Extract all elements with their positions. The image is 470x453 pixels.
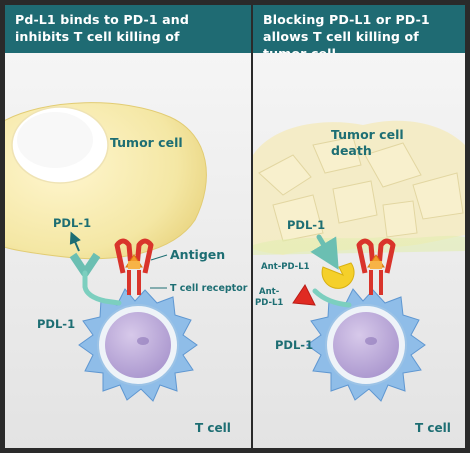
- pdl1-receptor: [310, 234, 339, 270]
- anti-pdl1-small-label-line2: PD-L1: [255, 298, 283, 308]
- left-panel-title: Pd-L1 binds to PD-1 and inhibits T cell …: [15, 12, 189, 44]
- left-panel: Pd-L1 binds to PD-1 and inhibits T cell …: [5, 5, 251, 448]
- pdl1-arrow: [69, 231, 81, 252]
- t-cell: [78, 288, 198, 402]
- pdl1-blocked-complex: [292, 234, 355, 308]
- dying-tumor-cell: [253, 120, 465, 255]
- right-panel-header: Blocking PD-L1 or PD-1 allows T cell kil…: [253, 5, 465, 61]
- t-cell-receptor-arms: [356, 238, 396, 274]
- tumor-fragment-2: [312, 136, 362, 174]
- tumor-fragment-6: [332, 180, 378, 224]
- t-cell-nucleus: [105, 312, 171, 378]
- anti-pdl1-antibody: [321, 262, 355, 289]
- t-cell-nucleus: [333, 312, 399, 378]
- anti-pdl1-small-label-line1: Ant-: [259, 287, 280, 297]
- antigen-label: Antigen: [170, 247, 225, 262]
- tumor-fragment-4: [412, 172, 464, 220]
- pdl1-bottom-label: PDL-1: [275, 338, 313, 352]
- t-cell-receptor-stem: [369, 270, 383, 295]
- t-cell-receptor-complex: [356, 238, 396, 295]
- anti-pd1-antibody: [292, 284, 316, 306]
- antigen-leader-line: [150, 254, 168, 261]
- antigen-inner: [370, 261, 382, 269]
- tumor-cell-death-label-line1: Tumor cell: [331, 127, 404, 142]
- t-cell-receptor-arms: [114, 238, 154, 274]
- antigen-inner: [128, 261, 140, 269]
- tumor-fragment-1: [258, 154, 312, 196]
- t-cell-receptor-complex: [114, 238, 154, 295]
- pd1-receptor: [82, 270, 122, 306]
- right-panel: Blocking PD-L1 or PD-1 allows T cell kil…: [253, 5, 465, 448]
- right-panel-illustration: Tumor cell death PDL-1 Ant-PD-L1 Ant- PD…: [253, 53, 465, 448]
- t-cell-label: T cell: [195, 421, 231, 435]
- pdl1-bottom-label: PDL-1: [37, 317, 75, 331]
- tumor-cell-label: Tumor cell: [110, 135, 183, 150]
- t-cell-receptor-label: T cell receptor: [170, 283, 248, 294]
- tumor-fragment-7: [382, 200, 418, 238]
- left-panel-illustration: Tumor cell PDL-1 Antigen T cell receptor…: [5, 53, 251, 448]
- pdl1-binding-complex: [69, 231, 122, 306]
- tumor-fragment-3: [364, 142, 422, 188]
- pdl1-top-label: PDL-1: [53, 216, 91, 230]
- tumor-fragment-5: [272, 194, 324, 242]
- right-panel-title: Blocking PD-L1 or PD-1 allows T cell kil…: [263, 12, 430, 61]
- pdl1-top-label: PDL-1: [287, 218, 325, 232]
- t-cell-receptor-stem: [127, 270, 141, 295]
- anti-pdl1-label: Ant-PD-L1: [261, 262, 310, 272]
- t-cell-nucleolus: [137, 337, 149, 345]
- pd1-receptor: [312, 288, 352, 308]
- left-panel-header: Pd-L1 binds to PD-1 and inhibits T cell …: [5, 5, 251, 53]
- t-cell: [306, 288, 426, 402]
- tumor-cell-death-label-line2: death: [331, 143, 372, 158]
- t-cell-label: T cell: [415, 421, 451, 435]
- t-cell-nucleolus: [365, 337, 377, 345]
- tumor-nucleus-highlight: [17, 112, 93, 168]
